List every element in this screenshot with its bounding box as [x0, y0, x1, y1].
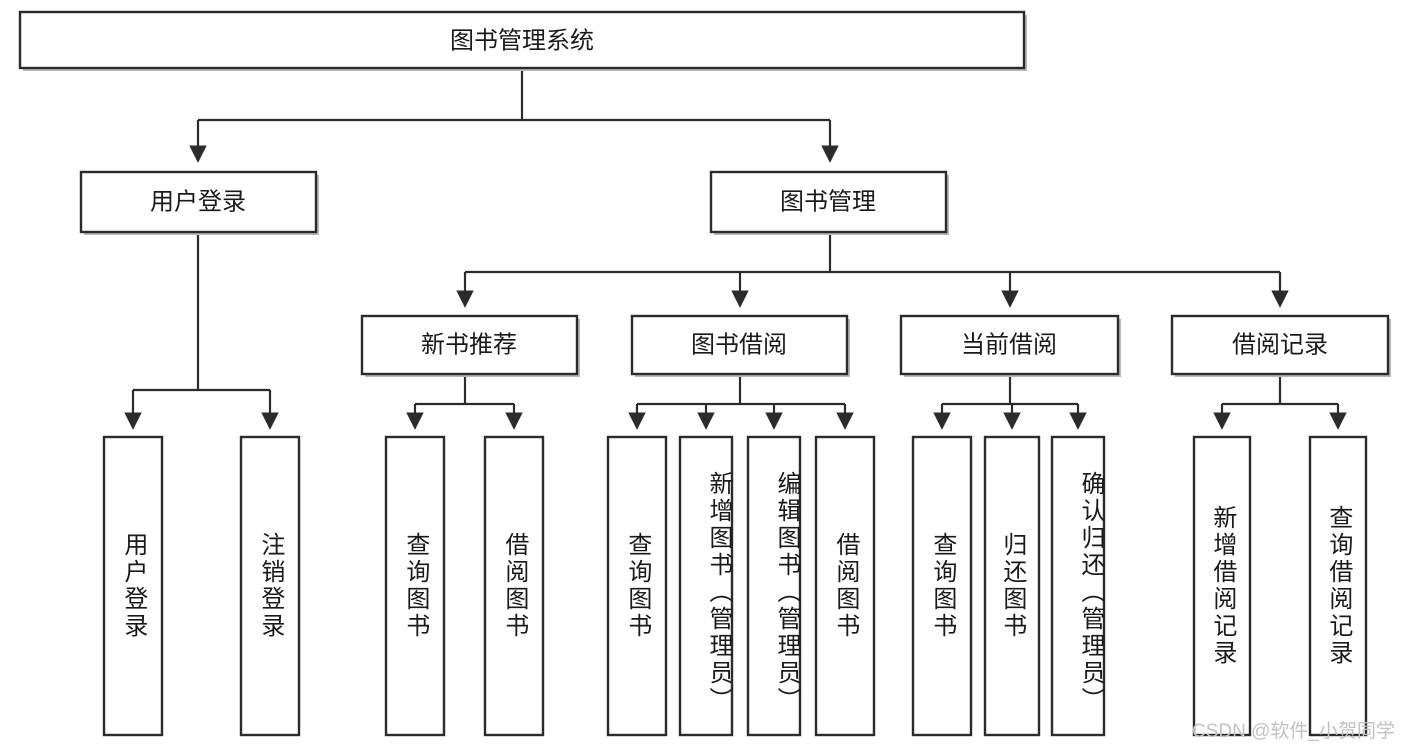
leaf-edit-book-admin-box[interactable] — [746, 435, 802, 737]
node-user-login[interactable]: 用户登录 — [79, 170, 319, 235]
leaf-query-book-b-label: 查询图书 — [623, 532, 651, 640]
leaf-borrow-book-b-box[interactable] — [814, 435, 876, 737]
leaf-borrow-book-a-label: 借阅图书 — [500, 532, 528, 640]
leaf-add-borrow-record-label: 新增借阅记录 — [1208, 505, 1236, 667]
new-book-recommend-label: 新书推荐 — [421, 331, 517, 358]
current-borrow-label: 当前借阅 — [961, 331, 1057, 358]
node-current-borrow[interactable]: 当前借阅 — [899, 314, 1121, 377]
leaf-query-book-b-box[interactable] — [606, 435, 668, 737]
leaf-add-borrow-record-box[interactable] — [1192, 435, 1252, 737]
node-new-book-recommend[interactable]: 新书推荐 — [360, 314, 580, 377]
leaf-add-book-admin-label: 新增图书（管理员） — [705, 470, 732, 714]
node-borrow-record[interactable]: 借阅记录 — [1170, 314, 1391, 377]
leaf-query-borrow-record-label: 查询借阅记录 — [1324, 505, 1352, 667]
user-login-box[interactable] — [79, 170, 318, 234]
leaf-confirm-return-admin-box[interactable] — [1050, 435, 1106, 737]
leaf-borrow-book-b-label: 借阅图书 — [831, 532, 859, 640]
book-manage-label: 图书管理 — [780, 188, 876, 215]
root-label: 图书管理系统 — [450, 27, 594, 54]
leaf-query-borrow-record-box[interactable] — [1308, 435, 1368, 737]
leaf-boxes — [102, 435, 1368, 737]
leaf-query-book-c-label: 查询图书 — [928, 532, 956, 640]
root-box[interactable] — [18, 10, 1026, 70]
borrow-record-label: 借阅记录 — [1232, 331, 1328, 358]
connectors — [124, 68, 1347, 430]
leaf-edit-book-admin-label: 编辑图书（管理员） — [773, 470, 800, 714]
leaf-return-book-label: 归还图书 — [998, 532, 1026, 640]
leaf-query-book-a-label: 查询图书 — [401, 532, 429, 640]
leaf-borrow-book-a-box[interactable] — [483, 435, 545, 737]
new-book-recommend-box[interactable] — [360, 314, 579, 376]
current-borrow-box[interactable] — [899, 314, 1120, 376]
book-borrow-label: 图书借阅 — [691, 331, 787, 358]
user-login-label: 用户登录 — [150, 188, 246, 215]
node-book-borrow[interactable]: 图书借阅 — [630, 314, 850, 377]
leaf-query-book-a-box[interactable] — [384, 435, 446, 737]
leaf-query-book-c-box[interactable] — [911, 435, 973, 737]
borrow-record-box[interactable] — [1170, 314, 1390, 376]
node-book-manage[interactable]: 图书管理 — [709, 170, 949, 235]
leaf-user-login-label: 用户登录 — [119, 532, 147, 640]
leaf-logout-login-label: 注销登录 — [256, 532, 284, 640]
leaf-logout-login-box[interactable] — [239, 435, 301, 737]
book-manage-box[interactable] — [709, 170, 948, 234]
leaf-user-login-box[interactable] — [102, 435, 164, 737]
leaf-return-book-box[interactable] — [983, 435, 1041, 737]
book-borrow-box[interactable] — [630, 314, 849, 376]
leaf-confirm-return-admin-label: 确认归还（管理员） — [1077, 470, 1104, 714]
watermark-text: CSDN @软件_小贺同学 — [1192, 721, 1395, 742]
node-root[interactable]: 图书管理系统 — [18, 10, 1027, 71]
leaf-add-book-admin-box[interactable] — [678, 435, 734, 737]
